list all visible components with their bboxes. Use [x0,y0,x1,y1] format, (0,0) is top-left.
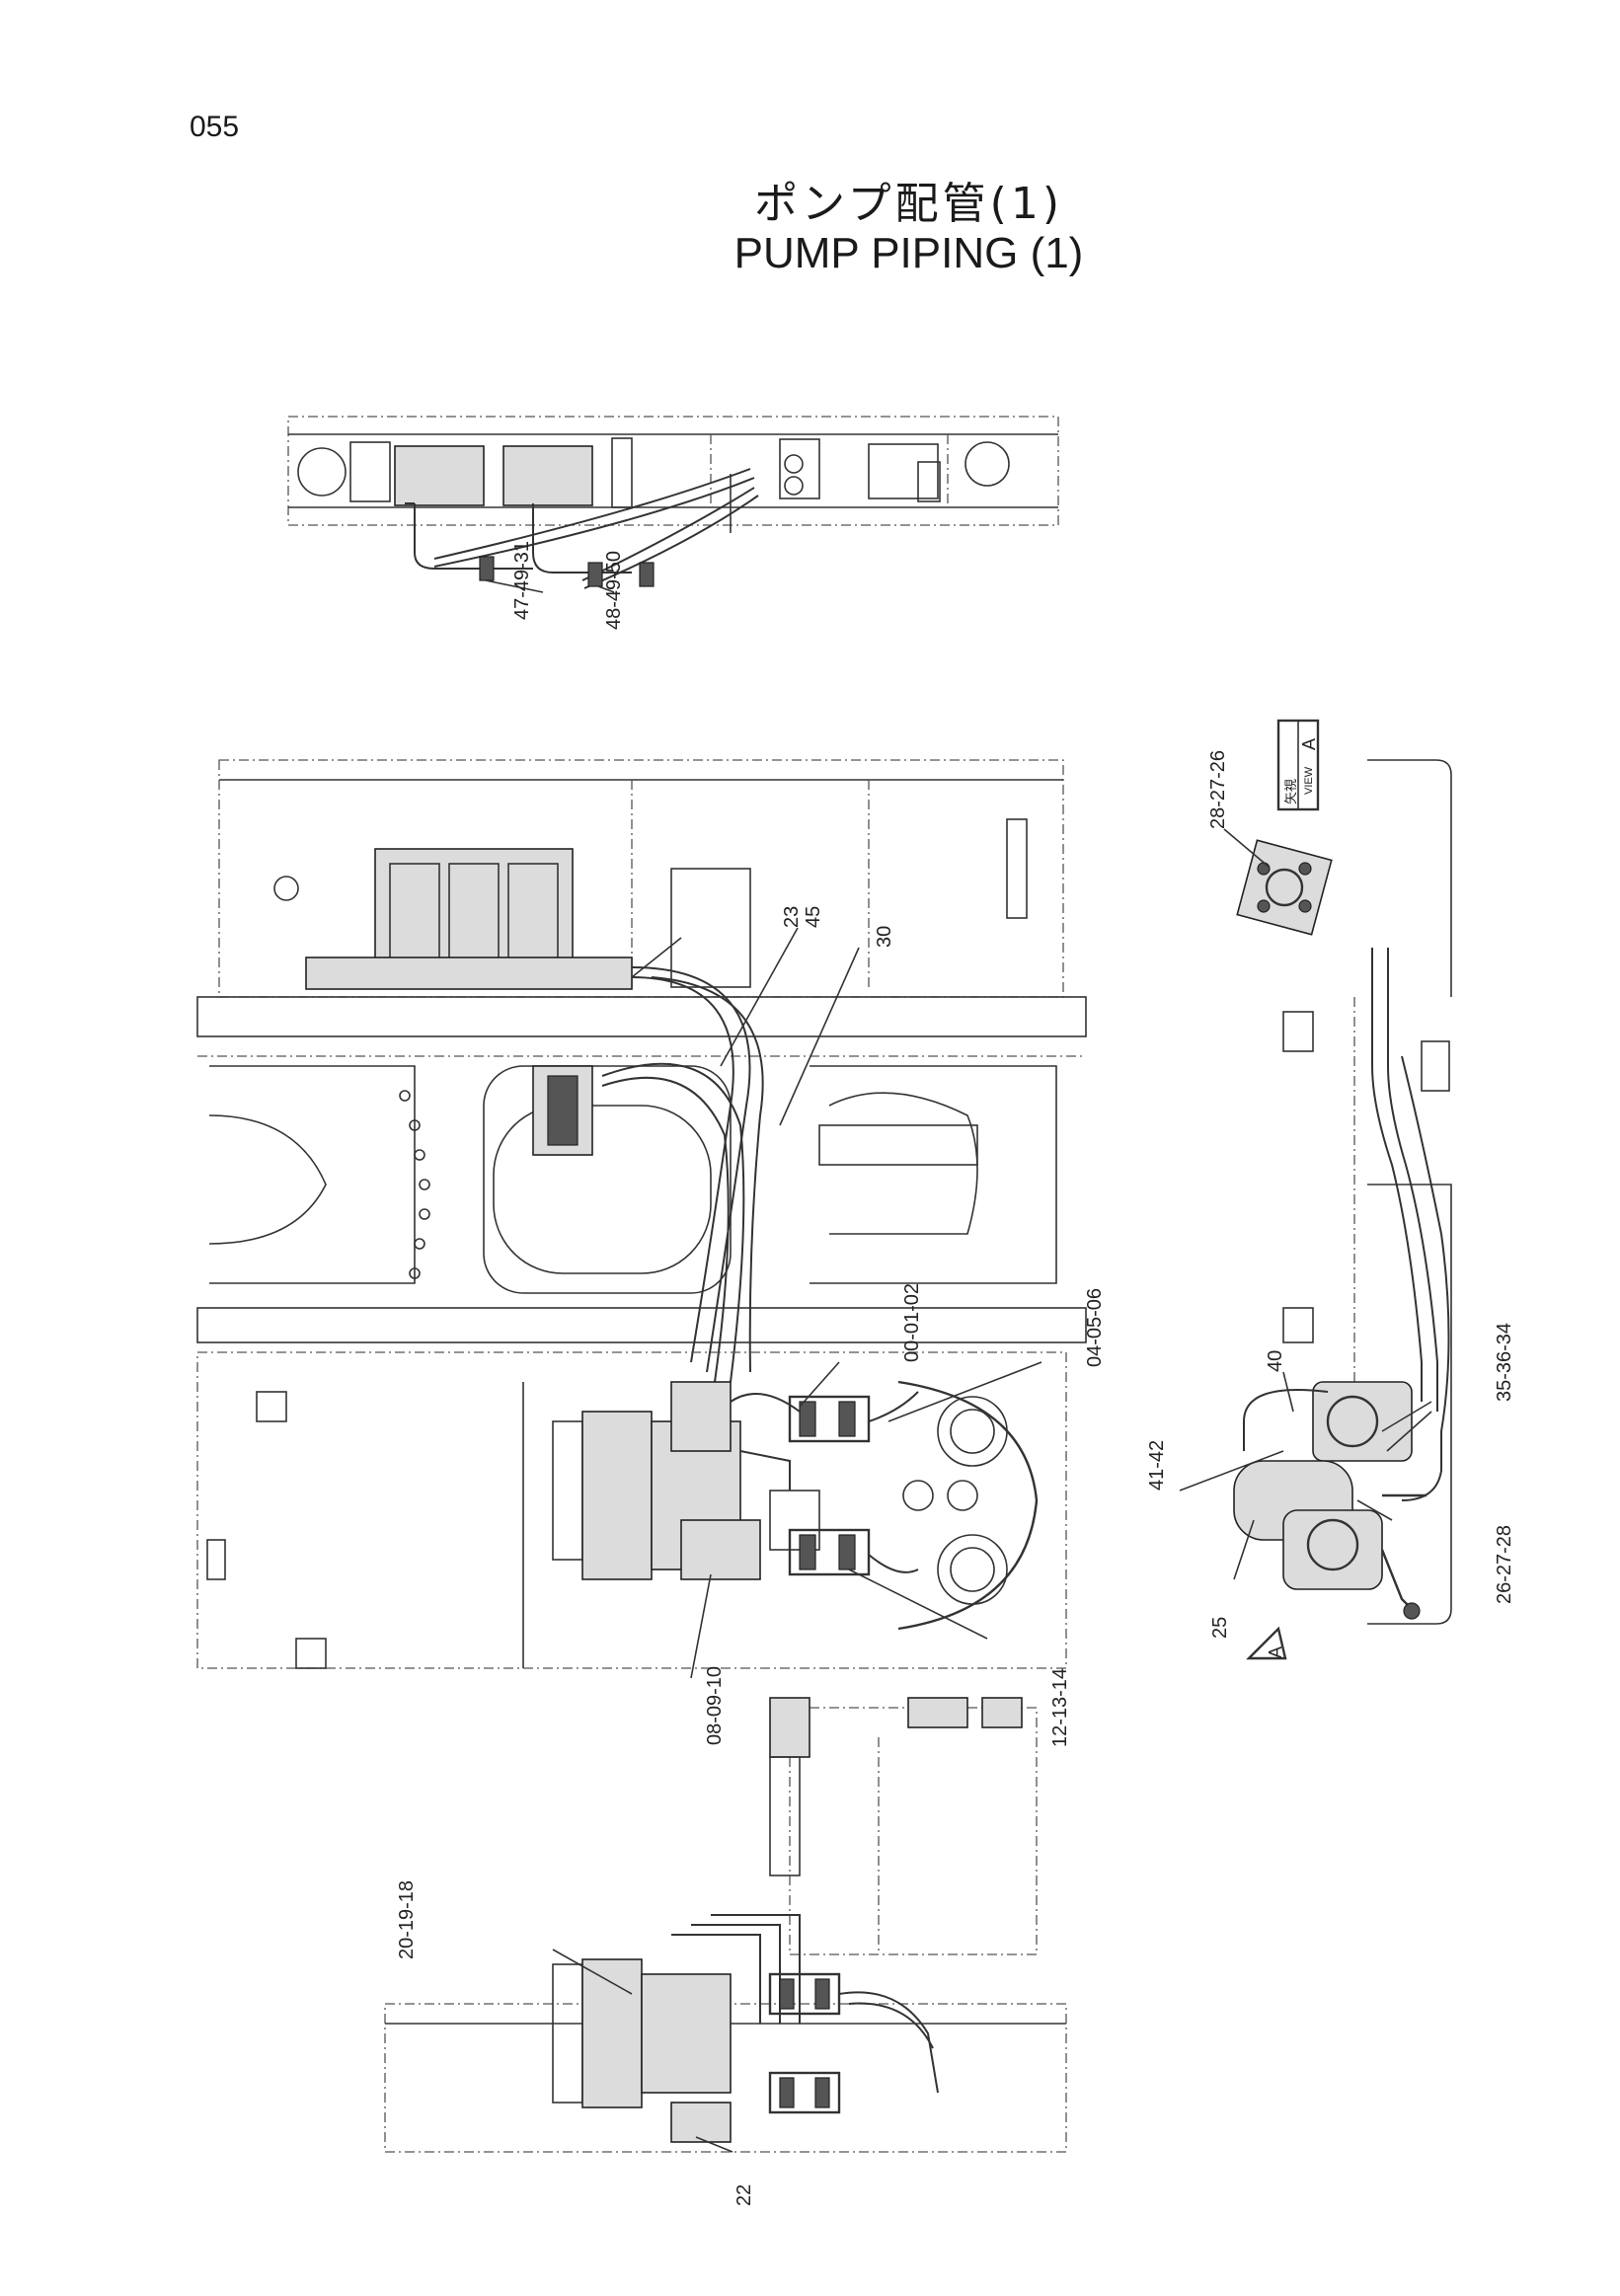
label-35-36-34: 35-36-34 [1494,1323,1515,1402]
view-marker-letter: A [1299,738,1319,750]
label-04-05-06: 04-05-06 [1084,1288,1106,1367]
label-23: 23 [781,906,803,928]
label-08-09-10: 08-09-10 [704,1666,726,1745]
label-26-27-28: 26-27-28 [1494,1525,1515,1604]
page-title-english: PUMP PIPING (1) [733,229,1084,277]
label-20-19-18: 20-19-18 [396,1880,418,1959]
label-30: 30 [874,926,895,948]
label-25: 25 [1209,1617,1231,1639]
label-00-01-02: 00-01-02 [901,1283,923,1362]
label-top-48-49-50: 48-49-50 [603,551,625,630]
label-45: 45 [803,906,824,928]
view-a [1179,719,1452,1660]
main-plan-view [196,759,1087,1679]
view-marker-jp: 矢視 [1283,779,1298,804]
label-28-27-26: 28-27-26 [1207,750,1229,829]
bottom-side-view [384,1697,1067,2153]
label-41-42: 41-42 [1146,1440,1168,1491]
label-top-47-49-31: 47-49-31 [511,541,533,620]
view-marker-en: VIEW [1303,766,1315,795]
top-view [287,416,1059,593]
label-12-13-14: 12-13-14 [1049,1668,1071,1747]
page-number: 055 [190,111,240,143]
page-title-japanese: ポンプ配管(1) [753,179,1063,229]
label-22: 22 [733,2184,755,2206]
view-arrow-letter: A [1266,1646,1285,1658]
label-40: 40 [1265,1350,1286,1372]
